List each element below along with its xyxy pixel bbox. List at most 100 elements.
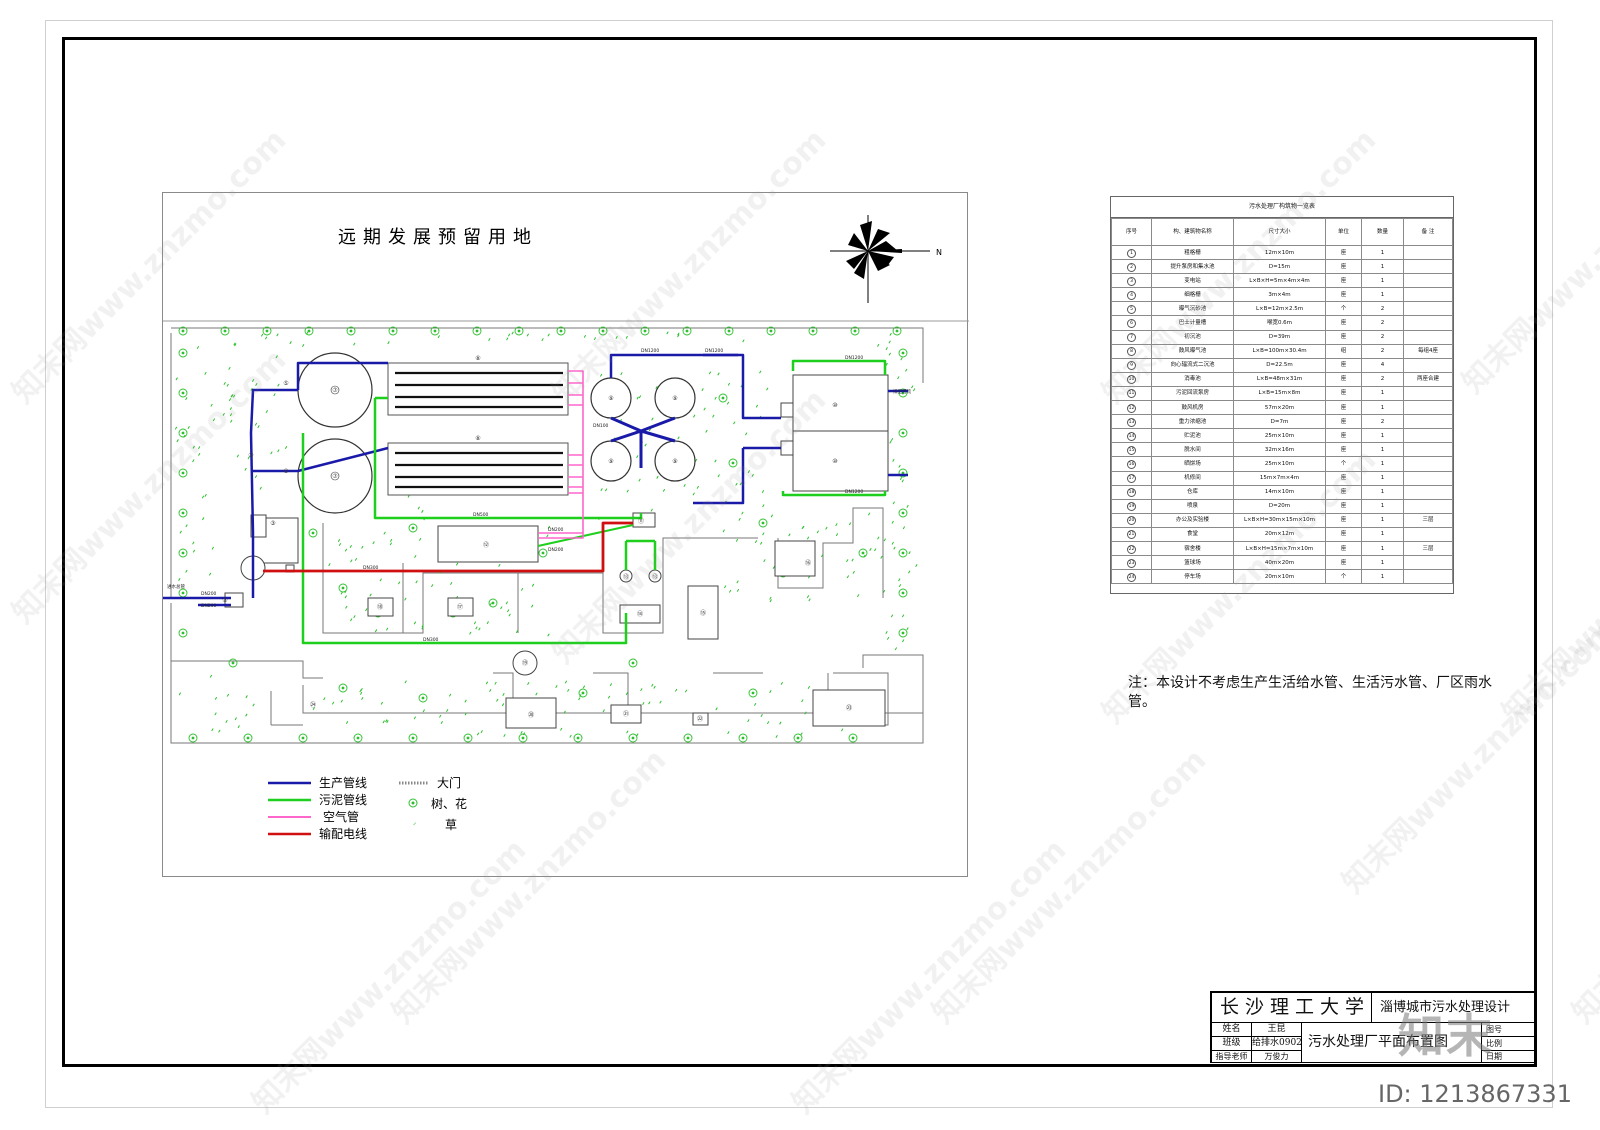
tree-icon: [898, 468, 908, 478]
tree-icon: [220, 326, 230, 336]
air-pipeline: [538, 370, 584, 539]
svg-text:污泥管线: 污泥管线: [319, 792, 367, 807]
teacher-name: 万俊力: [1252, 1051, 1302, 1063]
svg-text:⑨: ⑨: [608, 395, 613, 402]
svg-text:②: ②: [222, 597, 228, 604]
tree-icon: [178, 428, 188, 438]
pipe-label: DN200: [548, 547, 564, 553]
tree-icon: [418, 693, 428, 703]
tree-icon: [243, 733, 253, 743]
disinfection-tank-2: [792, 430, 889, 492]
tree-icon: [573, 733, 583, 743]
university-name: 长沙理工大学: [1212, 993, 1372, 1023]
drawing-frame: [62, 37, 1537, 1067]
drawing-title: 污水处理厂平面布置图: [1302, 1023, 1482, 1063]
student-name: 王昆: [1252, 1023, 1302, 1037]
tree-icon: [728, 458, 738, 468]
tree-icon: [808, 326, 818, 336]
svg-text:⑧: ⑧: [475, 355, 480, 362]
tree-icon: [178, 508, 188, 518]
tree-icon: [850, 326, 860, 336]
tree-icon: [748, 688, 758, 698]
svg-text:⑤: ⑤: [283, 380, 288, 387]
pipe-label: DN1200: [705, 348, 723, 354]
tree-icon: [514, 326, 524, 336]
svg-text:生产管线: 生产管线: [319, 775, 367, 790]
svg-text:⑩: ⑩: [832, 402, 837, 409]
production-pipeline: [249, 361, 389, 598]
dewatering-room: [687, 585, 719, 640]
tree-icon: [488, 598, 498, 608]
svg-text:⑫: ⑫: [483, 541, 489, 549]
tree-icon: [346, 326, 356, 336]
pipe-label: DN1200: [641, 348, 659, 354]
tree-icon: [308, 528, 318, 538]
tree-icon: [793, 733, 803, 743]
svg-text:⑰: ⑰: [457, 603, 463, 611]
svg-text:⑭: ⑭: [637, 610, 643, 618]
svg-text:⑳: ⑳: [528, 711, 534, 719]
site-plan-drawing: 远期发展预留用地 N: [163, 215, 969, 841]
aeration-tanks: [387, 362, 569, 496]
blower-room: [437, 525, 539, 563]
tree-icon: [898, 588, 908, 598]
power-line: [263, 521, 633, 573]
tree-icon: [766, 326, 776, 336]
class-value: 给排水0902: [1252, 1037, 1302, 1051]
svg-text:㉒: ㉒: [697, 715, 703, 723]
tree-icon: [598, 326, 608, 336]
tree-icon: [178, 326, 188, 336]
watermark-text: 知末网www.znzmo.com: [1565, 742, 1600, 1031]
svg-text:输配电线: 输配电线: [319, 826, 367, 841]
tree-icon: [898, 428, 908, 438]
tree-icon: [338, 583, 348, 593]
svg-text:⑦: ⑦: [332, 473, 338, 480]
svg-text:⑨: ⑨: [672, 395, 677, 402]
svg-text:⑲: ⑲: [522, 659, 528, 667]
pipe-label: DN200: [201, 591, 217, 597]
tree-icon: [628, 658, 638, 668]
tree-icon: [408, 523, 418, 533]
svg-text:⑨: ⑨: [672, 458, 677, 465]
tree-icon: [472, 326, 482, 336]
pipe-label: DN300: [363, 565, 379, 571]
tree-icon: [628, 733, 638, 743]
svg-text:㉔: ㉔: [310, 701, 316, 709]
tree-icon: [408, 798, 418, 808]
svg-text:⑯: ⑯: [805, 559, 811, 567]
svg-text:⑪: ⑪: [638, 517, 644, 525]
tree-icon: [758, 518, 768, 528]
site-roads: [170, 327, 924, 744]
tree-icon: [556, 326, 566, 336]
tree-icon: [898, 348, 908, 358]
pipe-label: DN200: [548, 527, 564, 533]
tree-icon: [898, 508, 908, 518]
tree-icon: [682, 326, 692, 336]
tree-icon: [538, 548, 548, 558]
reserved-land-title: 远期发展预留用地: [338, 227, 538, 248]
tree-icon: [408, 733, 418, 743]
svg-text:⑬: ⑬: [623, 573, 629, 581]
tree-icon: [338, 683, 348, 693]
site-plan: 远期发展预留用地 N: [162, 192, 969, 877]
table-header-row: 序号 构、建筑物名称 尺寸大小 单位 数量 备 注: [1111, 218, 1453, 246]
grass-icon: ᐟ: [413, 821, 416, 830]
svg-text:⑦: ⑦: [332, 387, 338, 394]
